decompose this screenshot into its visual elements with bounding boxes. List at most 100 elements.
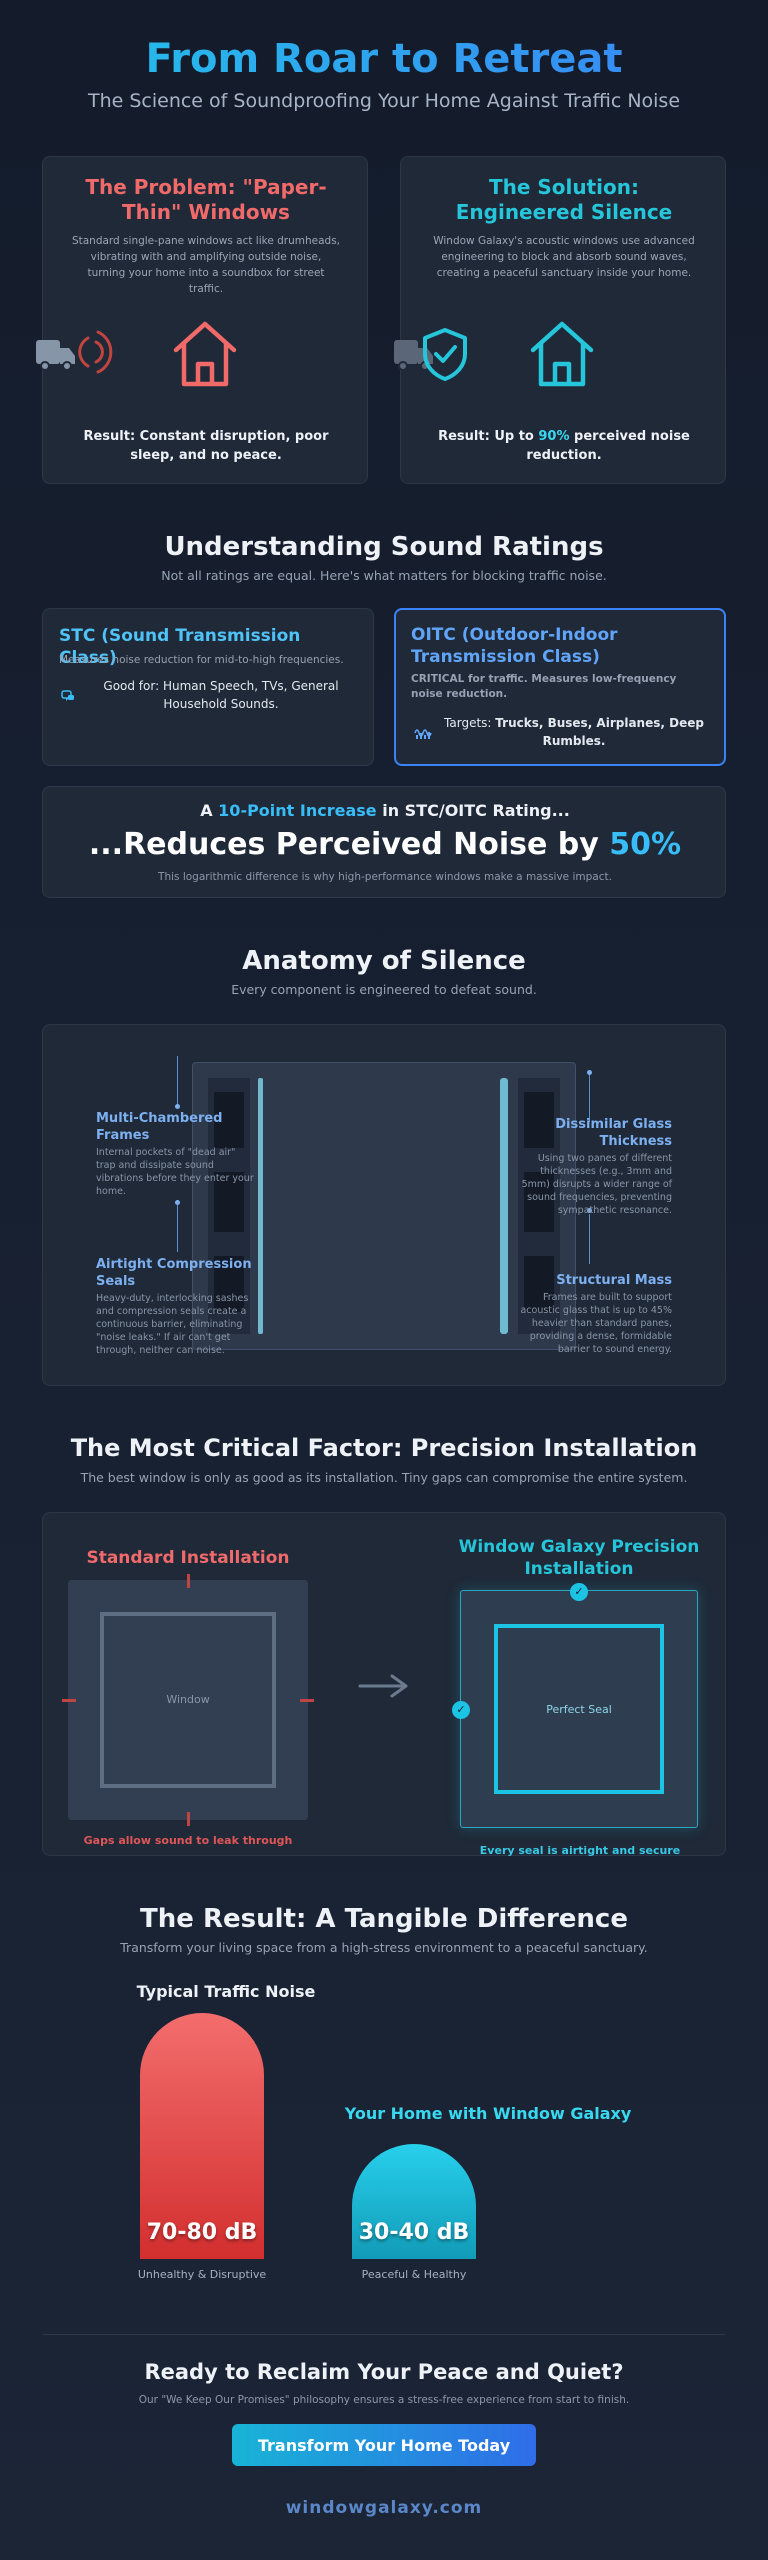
solution-description: Window Galaxy's acoustic windows use adv…	[433, 235, 695, 279]
speech-icon	[61, 690, 74, 701]
typical-noise-value: 70-80 dB	[146, 2220, 258, 2245]
gap-marker-left	[62, 1699, 76, 1702]
sound-waves-icon	[78, 330, 113, 374]
galaxy-noise-caption: Peaceful & Healthy	[361, 2268, 467, 2281]
gap-marker-top	[187, 1574, 190, 1588]
typical-noise-title: Typical Traffic Noise	[136, 1982, 316, 2001]
anatomy-title: Anatomy of Silence	[242, 946, 526, 976]
feature-label: Structural Mass	[556, 1273, 672, 1288]
anatomy-subtitle: Every component is engineered to defeat …	[231, 982, 537, 997]
problem-result: Result: Constant disruption, poor sleep,…	[83, 429, 329, 463]
glass-pane-thick	[500, 1078, 508, 1334]
chamber-block	[214, 1256, 244, 1312]
standard-window-label: Window	[166, 1693, 210, 1706]
transform-home-button[interactable]: Transform Your Home Today	[232, 2424, 536, 2466]
increase-line2-prefix: ...Reduces Perceived Noise by	[88, 827, 599, 862]
feature-dissimilar-glass: Dissimilar Glass Thickness Using two pan…	[510, 1116, 672, 1217]
oitc-title: OITC (Outdoor-Indoor Transmission Class)	[411, 625, 618, 667]
gap-marker-right	[300, 1699, 314, 1702]
precision-installation-title: Window Galaxy Precision Installation	[458, 1537, 700, 1579]
oitc-targets: Targets: Trucks, Buses, Airplanes, Deep …	[440, 714, 708, 750]
cta-subtitle: Our "We Keep Our Promises" philosophy en…	[138, 2394, 630, 2406]
precision-window-box	[460, 1590, 698, 1828]
feature-description: Internal pockets of "dead air" trap and …	[96, 1147, 254, 1197]
oitc-targets-label: Targets:	[444, 716, 492, 730]
page-title: From Roar to Retreat	[0, 36, 768, 82]
oitc-card: OITC (Outdoor-Indoor Transmission Class)…	[394, 608, 726, 766]
website-link[interactable]: windowgalaxy.com	[285, 2498, 483, 2518]
increase-line2-highlight: 50%	[609, 827, 682, 862]
cta-title: Ready to Reclaim Your Peace and Quiet?	[144, 2360, 624, 2384]
feature-label: Airtight Compression Seals	[96, 1257, 252, 1289]
truck-icon	[36, 340, 75, 371]
increase-line1-prefix: A	[200, 801, 213, 820]
result-subtitle: Transform your living space from a high-…	[120, 1940, 648, 1955]
stc-title: STC (Sound Transmission Class)	[59, 626, 301, 668]
oitc-description-text: CRITICAL for traffic. Measures low-frequ…	[411, 673, 677, 700]
window-illustration	[192, 1062, 576, 1350]
typical-noise-caption: Unhealthy & Disruptive	[137, 2268, 267, 2281]
callout-dot	[175, 1104, 180, 1109]
result-title: The Result: A Tangible Difference	[140, 1904, 628, 1934]
problem-description: Standard single-pane windows act like dr…	[71, 235, 341, 295]
galaxy-noise-value: 30-40 dB	[358, 2220, 470, 2245]
increase-line2: ...Reduces Perceived Noise by 50%	[43, 827, 727, 862]
oitc-targets-value: Trucks, Buses, Airplanes, Deep Rumbles.	[495, 716, 704, 748]
standard-installation-title: Standard Installation	[86, 1548, 290, 1568]
feature-compression-seals: Airtight Compression Seals Heavy-duty, i…	[96, 1256, 258, 1357]
callout-line	[589, 1072, 590, 1122]
arrow-right-icon	[358, 1674, 408, 1698]
increase-banner: A 10-Point Increase in STC/OITC Rating..…	[42, 786, 726, 898]
feature-multi-chambered: Multi-Chambered Frames Internal pockets …	[96, 1110, 256, 1198]
stc-good-for-label: Good for:	[103, 679, 160, 693]
callout-line	[589, 1214, 590, 1264]
stc-good-for: Good for: Human Speech, TVs, General Hou…	[87, 677, 355, 713]
feature-structural-mass: Structural Mass Frames are built to supp…	[508, 1272, 672, 1356]
callout-dot	[587, 1070, 592, 1075]
feature-label: Multi-Chambered Frames	[96, 1111, 223, 1143]
feature-description: Using two panes of different thicknesses…	[521, 1153, 672, 1216]
installation-title: The Most Critical Factor: Precision Inst…	[70, 1434, 698, 1462]
solution-result-highlight: 90%	[538, 429, 570, 444]
standard-caption: Gaps allow sound to leak through	[83, 1834, 293, 1847]
truck-icon	[394, 340, 433, 371]
callout-dot	[175, 1200, 180, 1205]
problem-card: The Problem: "Paper-Thin" Windows Standa…	[42, 156, 368, 484]
house-icon	[530, 321, 594, 387]
solution-result-suffix: perceived noise reduction.	[526, 429, 690, 463]
feature-label: Dissimilar Glass Thickness	[555, 1117, 672, 1149]
chamber-block	[214, 1172, 244, 1232]
gap-marker-bottom	[187, 1812, 190, 1826]
precision-caption: Every seal is airtight and secure	[479, 1844, 681, 1857]
precision-window-label: Perfect Seal	[546, 1703, 612, 1716]
page-subtitle: The Science of Soundproofing Your Home A…	[87, 90, 681, 112]
typical-noise-bar	[140, 2013, 264, 2259]
check-badge-icon: ✓	[452, 1701, 470, 1719]
galaxy-noise-title: Your Home with Window Galaxy	[344, 2104, 632, 2123]
galaxy-noise-bar	[352, 2144, 476, 2259]
callout-line	[177, 1202, 178, 1252]
increase-line1-highlight: 10-Point Increase	[218, 801, 377, 820]
precision-window-frame	[494, 1624, 664, 1794]
increase-line1-suffix: in STC/OITC Rating...	[382, 801, 570, 820]
standard-window-frame	[100, 1612, 276, 1788]
ratings-subtitle: Not all ratings are equal. Here's what m…	[161, 568, 607, 583]
installation-subtitle: The best window is only as good as its i…	[80, 1470, 688, 1485]
problem-title: The Problem: "Paper-Thin" Windows	[85, 175, 327, 224]
increase-line1: A 10-Point Increase in STC/OITC Rating..…	[43, 801, 727, 820]
standard-window-box	[68, 1580, 308, 1820]
house-icon	[173, 321, 237, 387]
callout-dot	[587, 1208, 592, 1213]
feature-description: Heavy-duty, interlocking sashes and comp…	[96, 1293, 249, 1356]
chamber-block	[524, 1092, 554, 1148]
callout-line	[177, 1056, 178, 1106]
feature-description: Frames are built to support acoustic gla…	[520, 1292, 672, 1355]
glass-pane-thin	[258, 1078, 263, 1334]
chamber-block	[524, 1256, 554, 1312]
solution-card: The Solution: Engineered Silence Window …	[400, 156, 726, 484]
low-frequency-wave-icon	[414, 729, 432, 739]
check-badge-icon: ✓	[570, 1583, 588, 1601]
oitc-description: CRITICAL for traffic. Measures low-frequ…	[411, 672, 711, 702]
divider	[42, 2334, 726, 2335]
ratings-title: Understanding Sound Ratings	[164, 532, 604, 562]
